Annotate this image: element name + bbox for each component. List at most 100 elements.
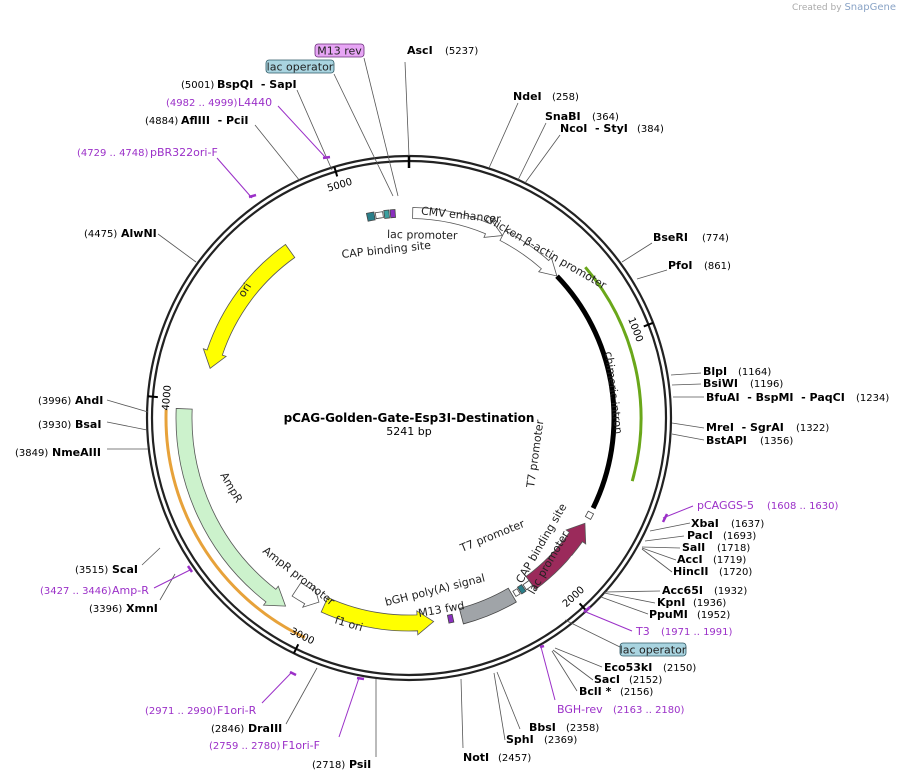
leader-t3 <box>585 611 633 632</box>
leader-draiii <box>285 667 318 725</box>
enzyme-bstapi: BstAPI <box>706 434 747 447</box>
primer-l4440: L4440 <box>238 96 272 109</box>
feature-f1-ori <box>320 596 435 636</box>
enzyme-acci: AccI <box>677 553 703 566</box>
feature-chimeric-intron-highlight <box>584 266 643 482</box>
primer-marks <box>186 155 669 681</box>
enzyme-bstapi-pos: (1356) <box>760 436 793 447</box>
leader-lines <box>106 57 705 757</box>
feature-cap-binding-site <box>516 584 527 595</box>
leader-ncoi <box>524 134 561 184</box>
primer-leader-lines <box>153 105 694 738</box>
leader-ampr <box>153 569 191 589</box>
enzyme-kpni-pos: (1936) <box>693 598 726 609</box>
enzyme-bsai: BsaI <box>75 418 101 431</box>
enzyme-xmni-pos: (3396) <box>89 604 122 615</box>
feature-chimeric-intron <box>555 274 617 510</box>
leader-lacop2 <box>564 619 623 649</box>
leader-acc65i <box>604 590 661 593</box>
enzyme-ndei-pos: (258) <box>552 92 579 103</box>
leader-hincii <box>641 548 673 573</box>
leader-bbsi <box>496 671 521 730</box>
feature-ampr-promoter <box>291 582 320 608</box>
enzyme-bfuai: BfuAI - BspMI - PaqCI <box>706 391 845 404</box>
primer-t3: T3 <box>635 625 650 638</box>
feature-layer <box>164 207 643 639</box>
enzyme-scai-pos: (3515) <box>75 565 108 576</box>
enzyme-draiii: DraIII <box>248 722 282 735</box>
mark-l4440 <box>322 155 331 160</box>
tick-label: 3000 <box>288 626 316 647</box>
enzyme-xbai: XbaI <box>691 517 719 530</box>
leader-scai <box>141 547 161 566</box>
mark-pbr322 <box>248 193 257 199</box>
primer-bghrev-pos: (2163 .. 2180) <box>613 705 685 716</box>
enzyme-saci: SacI <box>594 673 620 686</box>
feature-bgh-poly-a-signal <box>458 587 517 625</box>
label-lac-operator-bottom: lac operator <box>619 642 687 657</box>
feature-ampr <box>175 408 287 607</box>
leader-ahdi <box>106 399 149 413</box>
primer-f1orir: F1ori-R <box>217 704 257 717</box>
leader-ndeI <box>488 102 519 169</box>
leader-alwni <box>157 233 197 263</box>
enzyme-alwni-pos: (4475) <box>84 229 117 240</box>
enzyme-ppumi-pos: (1952) <box>697 610 730 621</box>
enzyme-draiii-pos: (2846) <box>211 724 244 735</box>
primer-pcaggs5-pos: (1608 .. 1630) <box>767 501 839 512</box>
feature-ampr-highlight <box>164 409 306 639</box>
m13-rev-text: M13 rev <box>317 45 362 58</box>
primer-ampr: Amp-R <box>112 584 149 597</box>
feature-t7-promoter <box>584 510 595 520</box>
enzyme-snabi: SnaBI <box>545 110 581 123</box>
feature-m13-rev <box>389 209 396 219</box>
leader-sphi <box>493 672 506 741</box>
mark-f1orif <box>356 676 365 681</box>
enzyme-bfuai-pos: (1234) <box>856 393 889 404</box>
primer-bghrev: BGH-rev <box>557 703 603 716</box>
enzyme-mrei-pos: (1322) <box>796 423 829 434</box>
leader-ascI <box>404 61 410 157</box>
mark-bghrev <box>539 644 545 649</box>
leader-saci <box>552 649 594 681</box>
enzyme-ppumi: PpuMI <box>649 608 688 621</box>
enzyme-snabi-pos: (364) <box>592 112 619 123</box>
primer-ampr-pos: (3427 .. 3446) <box>40 586 112 597</box>
enzyme-eco53ki-pos: (2150) <box>663 663 696 674</box>
label-m13-fwd: M13 fwd <box>417 599 465 620</box>
leader-pcaggs5 <box>662 505 694 519</box>
leader-snabi <box>517 122 547 181</box>
leader-blpi <box>670 372 702 376</box>
leader-bcli <box>551 650 578 692</box>
enzyme-noti-pos: (2457) <box>498 753 531 764</box>
plasmid-size: 5241 bp <box>386 425 431 438</box>
enzyme-bbsi-pos: (2358) <box>566 723 599 734</box>
feature-m13-fwd <box>446 613 455 624</box>
leader-paci <box>644 535 685 542</box>
feature-t7-promoter <box>512 588 521 597</box>
tick-mark <box>292 643 300 654</box>
label-cap-site-top: CAP binding site <box>341 239 432 261</box>
enzyme-scai: ScaI <box>112 563 138 576</box>
tick-mark <box>147 395 158 399</box>
feature-lacz- <box>525 522 587 590</box>
leader-bsai <box>106 421 148 431</box>
leader-afliii <box>254 124 301 182</box>
enzyme-acc65i-pos: (1932) <box>714 586 747 597</box>
primer-pcaggs5: pCAGGS-5 <box>697 499 754 512</box>
enzyme-ahdi: AhdI <box>75 394 103 407</box>
primer-labels: pCAGGS-5 (1608 .. 1630) T3 (1971 .. 1991… <box>40 96 839 752</box>
enzyme-labels-left: (2718) PsiI (2846) DraIII (3396) XmnI (3… <box>15 78 371 771</box>
leader-bsiwi <box>671 383 702 386</box>
lac-operator-bottom-text: lac operator <box>620 644 687 657</box>
tick-mark <box>333 166 339 177</box>
leader-f1orif <box>338 677 360 738</box>
leader-eco53ki <box>554 647 603 668</box>
leader-noti <box>460 678 464 749</box>
feature-chicken-actin-promoter <box>499 230 558 277</box>
snapgene-brand: SnapGene <box>844 2 896 13</box>
enzyme-hincii: HincII <box>673 565 709 578</box>
enzyme-xbai-pos: (1637) <box>731 519 764 530</box>
label-chimeric-intron: chimeric intron <box>602 351 625 435</box>
enzyme-sali-pos: (1718) <box>717 543 750 554</box>
